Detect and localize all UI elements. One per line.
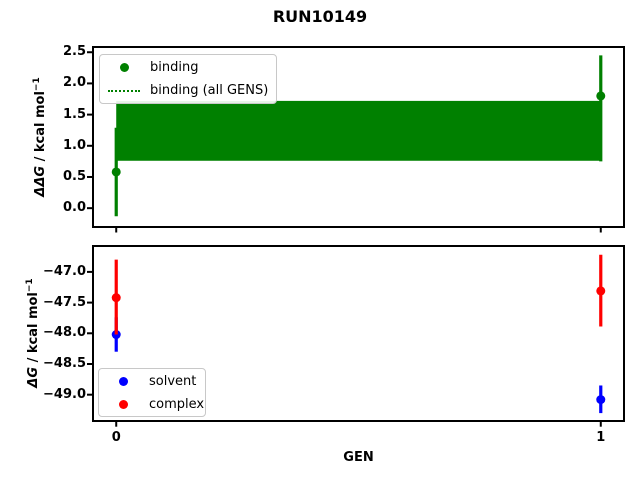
complex-marker-icon (118, 399, 128, 409)
legend-sample (105, 376, 141, 386)
legend-label-solvent: solvent (149, 373, 197, 389)
legend-label-binding: binding (150, 59, 199, 75)
dg-y-tick-label: −49.0 (43, 386, 86, 402)
ddg-axes (92, 46, 625, 228)
dotted-line-icon (108, 89, 140, 92)
legend-sample (105, 399, 141, 409)
ddg-y-tick-label: 0.0 (62, 200, 86, 216)
legend-label-complex: complex (149, 396, 205, 412)
dg-x-tick-label: 0 (111, 429, 121, 445)
dg-y-tick-label: −47.0 (43, 263, 86, 279)
dg-legend: solvent complex (98, 368, 206, 417)
binding-marker-icon (119, 62, 129, 72)
dg-axes (92, 245, 625, 422)
ddg-y-tick-label: 1.0 (62, 137, 86, 153)
ddg-y-tick-label: 2.0 (62, 75, 86, 91)
dg-units-exponent: −1 (24, 278, 35, 293)
legend-entry-binding: binding (100, 56, 276, 78)
solvent-marker-icon (118, 376, 128, 386)
legend-entry-binding-all-gens: binding (all GENS) (100, 80, 276, 102)
ddg-y-tick-label: 1.5 (62, 106, 86, 122)
dg-y-tick-label: −47.5 (43, 294, 86, 310)
legend-entry-complex: complex (99, 393, 205, 415)
legend-label-binding-all-gens: binding (all GENS) (150, 83, 269, 99)
ddg-y-tick-label: 0.5 (62, 168, 86, 184)
legend-sample (106, 62, 142, 72)
dg-y-tick-label: −48.5 (43, 355, 86, 371)
legend-sample (106, 89, 142, 92)
x-axis-label: GEN (343, 450, 374, 465)
dg-y-tick-label: −48.0 (43, 325, 86, 341)
ddg-units: / kcal mol (33, 91, 49, 166)
legend-entry-solvent: solvent (99, 370, 205, 392)
figure-title: RUN10149 (272, 7, 368, 26)
dg-x-tick-label: 1 (596, 429, 606, 445)
ddg-legend: binding binding (all GENS) (99, 54, 277, 104)
ddg-y-tick-label: 2.5 (62, 44, 86, 60)
